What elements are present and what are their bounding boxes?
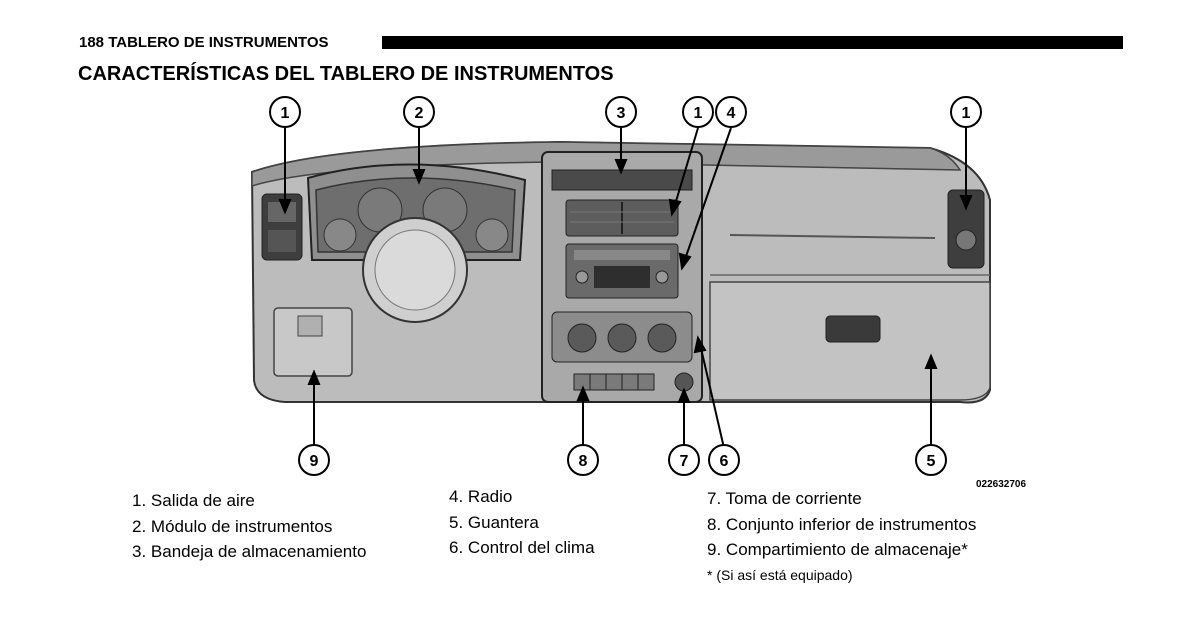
legend-item: 9. Compartimiento de almacenaje* bbox=[707, 537, 976, 563]
callout-label-2: 2 bbox=[415, 105, 424, 122]
page-header: 188 TABLERO DE INSTRUMENTOS bbox=[79, 34, 329, 51]
legend-column-2: 4. Radio 5. Guantera 6. Control del clim… bbox=[449, 484, 595, 561]
page-number: 188 bbox=[79, 34, 104, 51]
figure-code: 022632706 bbox=[976, 479, 1026, 490]
callout-label-8: 8 bbox=[579, 453, 588, 470]
legend-footnote: * (Si así está equipado) bbox=[707, 563, 976, 589]
glove-box-latch bbox=[826, 316, 880, 342]
callout-label-1: 1 bbox=[281, 105, 290, 122]
lower-switch-bank bbox=[574, 374, 654, 390]
callout-label-7: 7 bbox=[680, 453, 689, 470]
section-title: CARACTERÍSTICAS DEL TABLERO DE INSTRUMEN… bbox=[78, 63, 614, 86]
legend-column-3: 7. Toma de corriente 8. Conjunto inferio… bbox=[707, 486, 976, 588]
legend-item: 2. Módulo de instrumentos bbox=[132, 514, 366, 540]
callout-label-6: 6 bbox=[720, 453, 729, 470]
legend-item: 5. Guantera bbox=[449, 510, 595, 536]
legend-item: 4. Radio bbox=[449, 484, 595, 510]
callout-label-1: 1 bbox=[694, 105, 703, 122]
callout-label-9: 9 bbox=[310, 453, 319, 470]
header-section: TABLERO DE INSTRUMENTOS bbox=[108, 34, 328, 51]
legend-item: 8. Conjunto inferior de instrumentos bbox=[707, 512, 976, 538]
dashboard-illustration: 1 2 3 1 4 1 9 8 7 6 5 bbox=[190, 90, 1050, 495]
legend-column-1: 1. Salida de aire 2. Módulo de instrumen… bbox=[132, 488, 366, 565]
legend-item: 6. Control del clima bbox=[449, 535, 595, 561]
legend-item: 3. Bandeja de almacenamiento bbox=[132, 539, 366, 565]
storage-tray bbox=[552, 170, 692, 190]
legend-item: 7. Toma de corriente bbox=[707, 486, 976, 512]
header-rule bbox=[382, 36, 1123, 49]
legend-item: 1. Salida de aire bbox=[132, 488, 366, 514]
callout-label-3: 3 bbox=[617, 105, 626, 122]
callout-label-5: 5 bbox=[927, 453, 936, 470]
callout-label-4: 4 bbox=[727, 105, 736, 122]
callout-label-1: 1 bbox=[962, 105, 971, 122]
